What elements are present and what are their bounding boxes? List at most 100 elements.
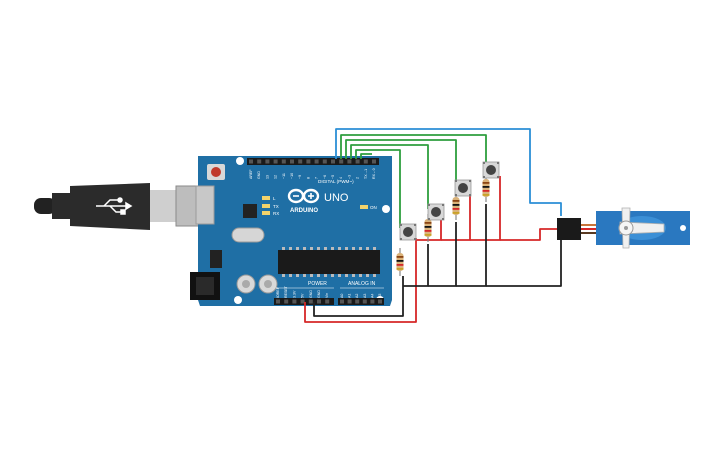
wire-button-3-signal[interactable]	[345, 139, 457, 186]
wire-button-4-signal[interactable]	[340, 134, 487, 170]
header-pin[interactable]	[322, 159, 327, 164]
header-pin[interactable]	[347, 159, 352, 164]
header-pin[interactable]	[265, 159, 270, 164]
power-section-label: POWER	[308, 281, 327, 287]
pin-label: A2	[355, 294, 359, 298]
button-leg	[497, 162, 499, 164]
pin-label: ~6	[323, 175, 327, 179]
mounting-hole	[234, 296, 242, 304]
button-leg	[455, 194, 457, 196]
header-pin[interactable]	[249, 159, 253, 164]
header-pin[interactable]	[355, 159, 360, 164]
wire-ground-servo[interactable]	[486, 238, 562, 287]
wire-servo-signal[interactable]	[335, 128, 562, 216]
usb-cable-end	[34, 198, 56, 214]
wire-button-2-signal[interactable]	[350, 144, 429, 209]
pin-label: GND	[257, 171, 261, 179]
analog-header-pins[interactable]	[340, 299, 382, 304]
resistor-1[interactable]	[396, 248, 404, 276]
usb-cable[interactable]	[34, 183, 211, 230]
header-pin[interactable]	[347, 299, 352, 304]
chip-pin	[359, 274, 362, 277]
resistor-band	[452, 212, 460, 214]
button-leg	[469, 180, 471, 182]
chip-pin	[296, 247, 299, 250]
button-cap[interactable]	[431, 207, 441, 217]
header-pin[interactable]	[378, 299, 382, 304]
chip-pin	[338, 247, 341, 250]
header-pin[interactable]	[314, 159, 319, 164]
button-cap[interactable]	[403, 227, 413, 237]
chip-pin	[345, 274, 348, 277]
wire-ground-resistor-3[interactable]	[428, 222, 457, 287]
chip-pin	[331, 274, 334, 277]
resistor-band	[424, 234, 432, 236]
atmega-chip-pins	[282, 247, 376, 277]
pin-label: A5	[378, 294, 382, 298]
pin-label: Vin	[325, 293, 329, 298]
header-pin[interactable]	[290, 159, 294, 164]
header-pin[interactable]	[257, 159, 262, 164]
button-leg	[455, 180, 457, 182]
header-pin[interactable]	[370, 299, 375, 304]
wire-ground-main[interactable]	[313, 276, 404, 317]
button-cap[interactable]	[486, 165, 496, 175]
chip-pin	[359, 247, 362, 250]
header-pin[interactable]	[362, 299, 367, 304]
button-leg	[469, 194, 471, 196]
power-header-pins[interactable]	[276, 299, 330, 304]
tx-led	[262, 204, 270, 208]
header-pin[interactable]	[372, 159, 376, 164]
header-pin[interactable]	[273, 159, 278, 164]
pin-label: GND	[317, 290, 321, 298]
header-pin[interactable]	[317, 299, 321, 304]
header-pin[interactable]	[339, 159, 344, 164]
button-leg	[497, 176, 499, 178]
atmega-chip	[278, 250, 380, 274]
pin-label: 12	[274, 175, 278, 179]
header-pin[interactable]	[363, 159, 368, 164]
button-leg	[483, 176, 485, 178]
header-pin[interactable]	[355, 299, 360, 304]
usb-strain-relief	[52, 193, 72, 219]
reset-button-cap[interactable]	[211, 167, 221, 177]
header-pin[interactable]	[306, 159, 311, 164]
chip-pin	[289, 274, 292, 277]
resistor-band	[482, 190, 490, 192]
pushbutton-4[interactable]	[482, 161, 500, 179]
header-pin[interactable]	[325, 299, 330, 304]
digital-header-pins[interactable]	[249, 159, 376, 164]
header-pin[interactable]	[300, 299, 305, 304]
chip-pin	[373, 247, 376, 250]
chip-pin	[289, 247, 292, 250]
servo-motor[interactable]	[557, 207, 690, 249]
resistor-band	[396, 268, 404, 270]
header-pin[interactable]	[276, 299, 280, 304]
pin-label: IOREF	[276, 286, 280, 298]
rx-led-label: RX	[273, 211, 279, 216]
header-pin[interactable]	[331, 159, 335, 164]
header-pin[interactable]	[281, 159, 286, 164]
button-cap[interactable]	[458, 183, 468, 193]
brand-label: ARDUINO	[290, 208, 318, 214]
header-pin[interactable]	[340, 299, 344, 304]
header-pin[interactable]	[292, 299, 297, 304]
pin-label: 3.3V	[292, 290, 296, 298]
resistor-band	[424, 226, 432, 228]
resistor-3[interactable]	[452, 192, 460, 220]
wire-button-1-signal[interactable]	[355, 149, 401, 228]
pushbutton-1[interactable]	[399, 223, 417, 241]
pushbutton-2[interactable]	[427, 203, 445, 221]
resistor-4[interactable]	[482, 174, 490, 202]
wire-ground-resistor-4[interactable]	[456, 204, 487, 287]
header-pin[interactable]	[284, 299, 289, 304]
pushbutton-3[interactable]	[454, 179, 472, 197]
dc-power-jack-hole	[196, 277, 214, 295]
wire-5v-servo[interactable]	[500, 228, 561, 241]
chip-pin	[282, 274, 285, 277]
header-pin[interactable]	[308, 299, 313, 304]
header-pin[interactable]	[298, 159, 303, 164]
